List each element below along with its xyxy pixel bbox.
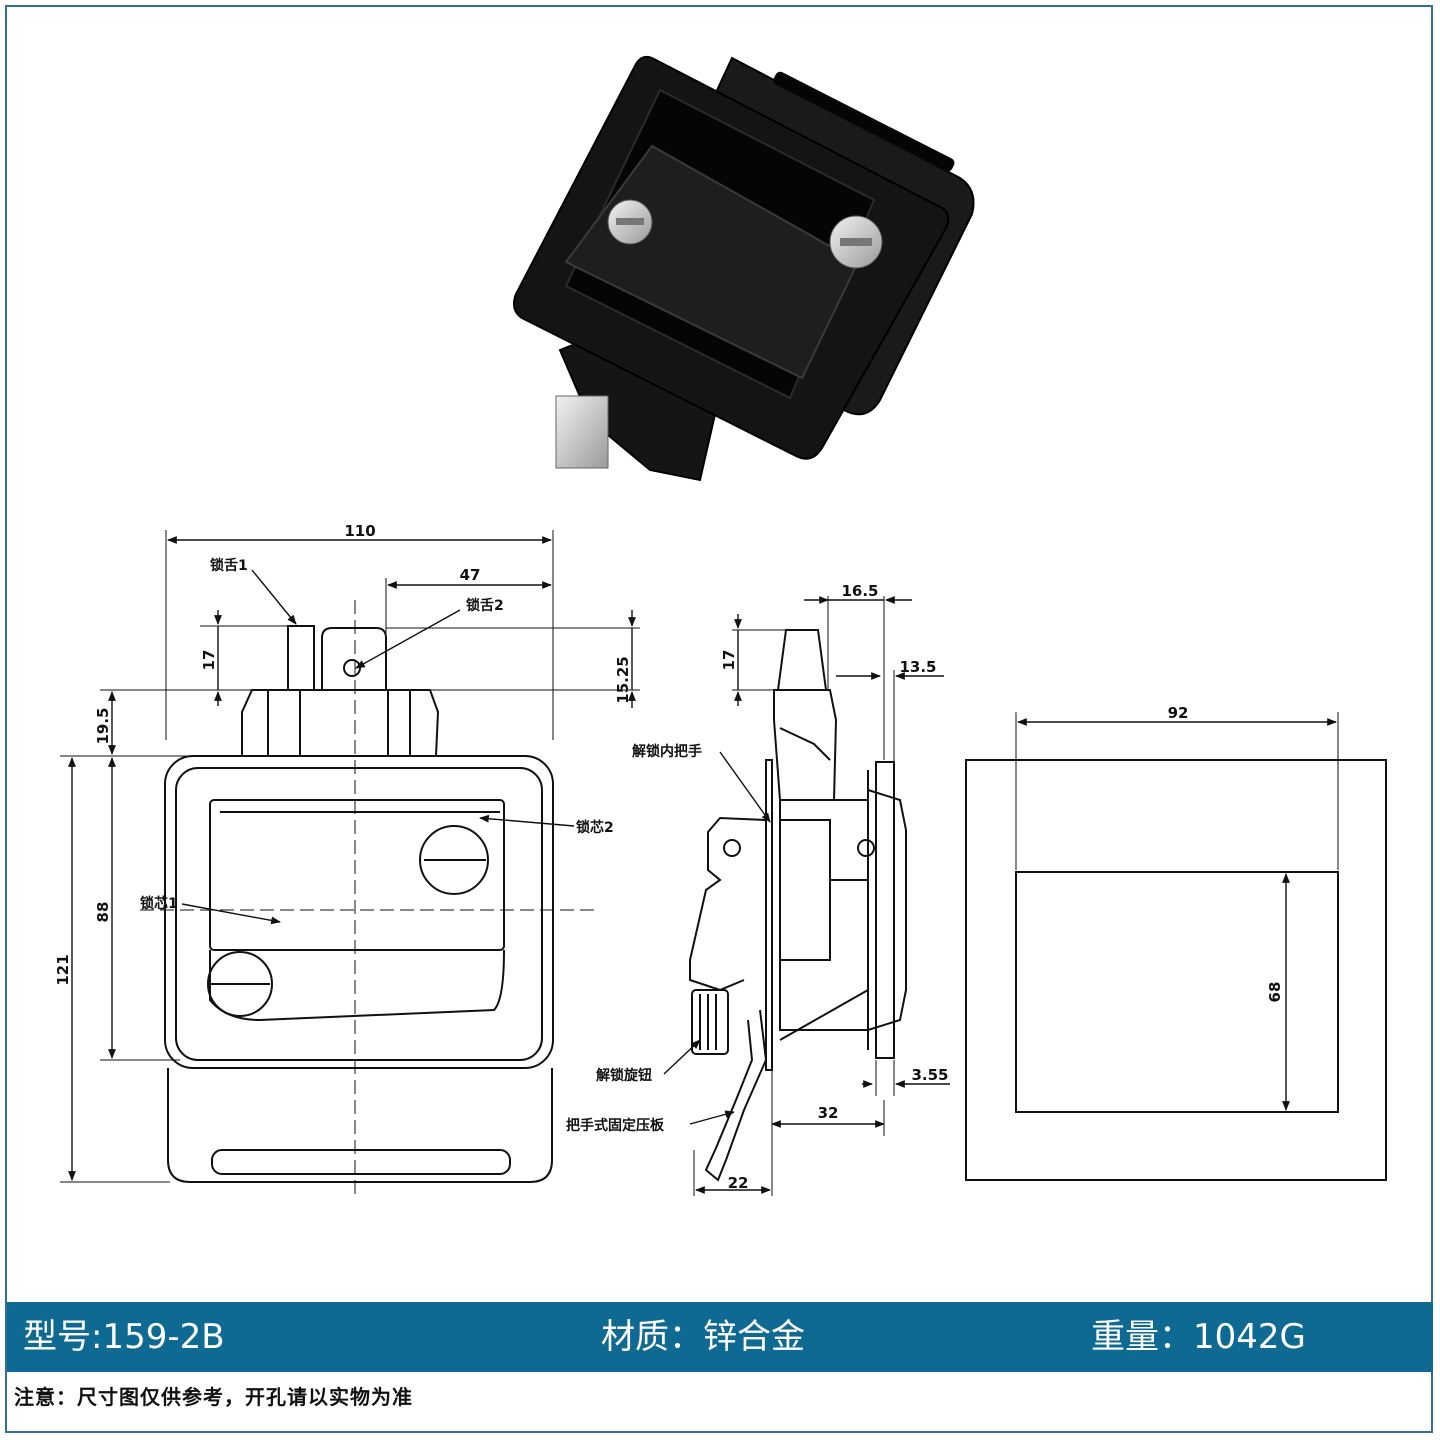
callout-bolt-2: 锁舌2	[466, 597, 504, 614]
callout-knob: 解锁旋钮	[596, 1067, 652, 1084]
callout-cylinder-2: 锁芯2	[576, 819, 614, 836]
spec-material: 材质：锌合金	[601, 1317, 805, 1357]
dim-47: 47	[460, 566, 481, 584]
callout-bolt-1: 锁舌1	[210, 557, 248, 574]
callout-cylinder-1: 锁芯1	[140, 895, 178, 912]
dim-92: 92	[1168, 704, 1189, 722]
front-labels: 110 47 17 15.25 19.5 88 121 锁舌1 锁舌2 锁芯2 …	[54, 522, 632, 986]
side-dimension-lines	[663, 596, 950, 1196]
dim-68: 68	[1266, 982, 1284, 1003]
dim-32: 32	[818, 1104, 839, 1122]
spec-model: 型号:159-2B	[23, 1317, 225, 1357]
side-labels: 16.5 17 13.5 3.55 32 22 解锁内把手 解锁旋钮 把手式固定…	[566, 582, 949, 1192]
dim-3-55: 3.55	[911, 1066, 948, 1084]
front-dimension-lines	[68, 536, 636, 1181]
side-view	[689, 629, 907, 1182]
dim-19-5: 19.5	[94, 707, 112, 744]
dim-110: 110	[344, 522, 375, 540]
product-slot	[773, 71, 955, 172]
technical-drawing: 110 47 17 15.25 19.5 88 121 锁舌1 锁舌2 锁芯2 …	[54, 55, 1387, 1200]
disclaimer-note: 注意：尺寸图仅供参考，开孔请以实物为准	[14, 1385, 413, 1409]
dim-88: 88	[94, 902, 112, 923]
dim-15-25: 15.25	[614, 656, 632, 703]
dim-121: 121	[54, 954, 72, 985]
dim-22: 22	[728, 1174, 749, 1192]
spec-bar: 型号:159-2B 材质：锌合金 重量：1042G	[7, 1302, 1433, 1372]
product-photo	[513, 55, 975, 482]
callout-plate: 把手式固定压板	[566, 1117, 665, 1134]
cutout-labels: 92 68	[1168, 704, 1284, 1002]
callout-inner-handle: 解锁内把手	[632, 743, 702, 760]
dim-17-side: 17	[720, 650, 738, 671]
cutout-view	[965, 712, 1387, 1181]
front-view	[60, 530, 640, 1200]
product-bolt	[555, 395, 609, 469]
cutout-dimension-lines	[1017, 718, 1337, 1111]
spec-weight: 重量：1042G	[1091, 1317, 1306, 1357]
dim-16-5: 16.5	[841, 582, 878, 600]
dim-17-front: 17	[200, 650, 218, 671]
dim-13-5: 13.5	[899, 658, 936, 676]
